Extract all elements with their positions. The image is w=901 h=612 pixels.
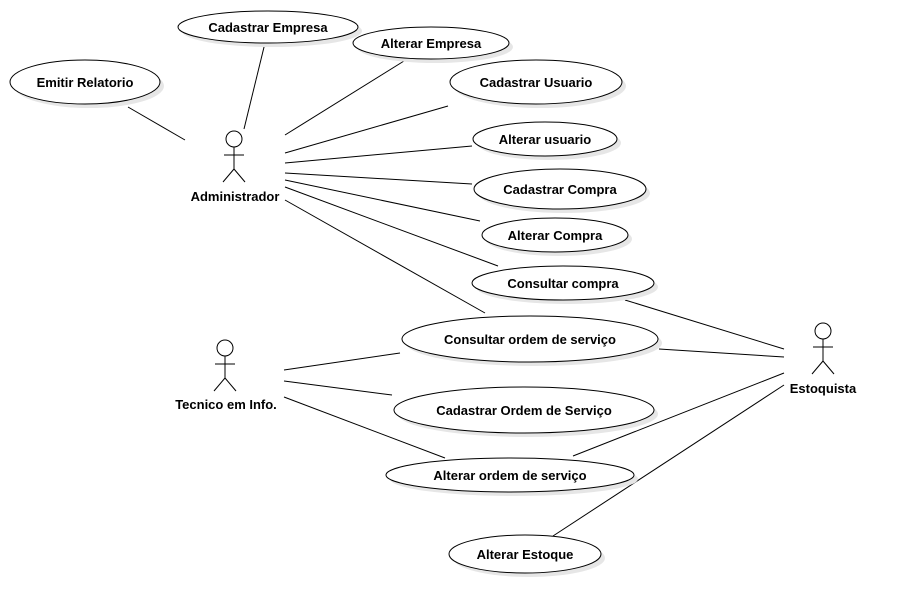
use-case-ellipse	[385, 457, 635, 493]
use-case-alterar-estoque[interactable]: Alterar Estoque	[448, 534, 605, 577]
use-case-ellipse	[352, 26, 510, 60]
associations-layer	[127, 42, 785, 537]
use-case-ellipse	[473, 168, 647, 210]
use-case-ellipse	[472, 121, 618, 157]
association-estoquista-consultar-ordem	[658, 348, 785, 358]
use-case-label: Emitir Relatorio	[37, 75, 134, 90]
use-case-alterar-ordem[interactable]: Alterar ordem de serviço	[385, 457, 638, 496]
use-case-ellipse	[401, 315, 659, 363]
actor-right-leg	[822, 360, 835, 375]
association-tecnico-consultar-ordem	[283, 352, 401, 371]
use-case-cadastrar-usuario[interactable]: Cadastrar Usuario	[449, 59, 626, 108]
use-case-alterar-compra[interactable]: Alterar Compra	[481, 217, 632, 256]
association-estoquista-alterar-ordem	[572, 372, 785, 457]
association-admin-alterar-usuario	[284, 145, 473, 164]
actor-right-leg	[224, 377, 237, 392]
association-admin-cadastrar-empresa	[243, 42, 266, 130]
use-case-ellipse	[393, 386, 655, 434]
actor-label: Estoquista	[790, 381, 857, 396]
use-case-label: Cadastrar Ordem de Serviço	[436, 403, 612, 418]
use-case-label: Alterar Empresa	[381, 36, 482, 51]
use-case-ellipse	[448, 534, 602, 574]
use-case-cadastrar-compra[interactable]: Cadastrar Compra	[473, 168, 650, 213]
actor-admin[interactable]: Administrador	[191, 130, 280, 204]
association-admin-cadastrar-compra	[284, 172, 473, 185]
use-case-emitir-relatorio[interactable]: Emitir Relatorio	[9, 59, 164, 108]
use-case-ellipse	[9, 59, 161, 105]
association-tecnico-cadastrar-ordem	[283, 380, 393, 396]
actor-right-leg	[233, 168, 246, 183]
actor-head	[216, 339, 234, 357]
use-case-cadastrar-ordem[interactable]: Cadastrar Ordem de Serviço	[393, 386, 658, 437]
actor-left-leg	[213, 377, 226, 392]
use-case-ellipse	[471, 265, 655, 301]
use-case-ellipse	[177, 10, 359, 44]
association-tecnico-alterar-ordem	[283, 396, 446, 459]
association-admin-alterar-compra	[284, 179, 481, 222]
use-case-label: Alterar Compra	[508, 228, 603, 243]
association-admin-emitir-relatorio	[127, 106, 186, 141]
use-case-label: Consultar compra	[507, 276, 619, 291]
use-case-consultar-ordem[interactable]: Consultar ordem de serviço	[401, 315, 662, 366]
use-case-ellipse	[449, 59, 623, 105]
use-case-label: Cadastrar Compra	[503, 182, 617, 197]
association-estoquista-consultar-compra	[624, 299, 785, 350]
actor-tecnico[interactable]: Tecnico em Info.	[175, 339, 277, 412]
use-case-label: Alterar ordem de serviço	[433, 468, 586, 483]
stick-figure-icon	[213, 339, 237, 392]
stick-figure-icon	[222, 130, 246, 183]
use-case-label: Alterar Estoque	[477, 547, 574, 562]
association-estoquista-alterar-estoque	[552, 384, 785, 537]
actor-label: Administrador	[191, 189, 280, 204]
stick-figure-icon	[811, 322, 835, 375]
use-case-label: Consultar ordem de serviço	[444, 332, 616, 347]
actor-head	[225, 130, 243, 148]
use-case-label: Alterar usuario	[499, 132, 592, 147]
use-case-label: Cadastrar Usuario	[480, 75, 593, 90]
actor-head	[814, 322, 832, 340]
association-admin-alterar-empresa	[284, 60, 405, 136]
association-admin-cadastrar-usuario	[284, 105, 449, 154]
use-case-ellipse	[481, 217, 629, 253]
use-case-cadastrar-empresa[interactable]: Cadastrar Empresa	[177, 10, 362, 47]
association-admin-consultar-compra	[284, 186, 499, 267]
actor-label: Tecnico em Info.	[175, 397, 277, 412]
use-case-consultar-compra[interactable]: Consultar compra	[471, 265, 658, 304]
association-admin-consultar-ordem	[284, 199, 486, 314]
actor-left-leg	[811, 360, 824, 375]
use-case-alterar-empresa[interactable]: Alterar Empresa	[352, 26, 513, 63]
use-case-label: Cadastrar Empresa	[208, 20, 328, 35]
actor-left-leg	[222, 168, 235, 183]
use-case-alterar-usuario[interactable]: Alterar usuario	[472, 121, 621, 160]
actor-estoquista[interactable]: Estoquista	[790, 322, 857, 396]
